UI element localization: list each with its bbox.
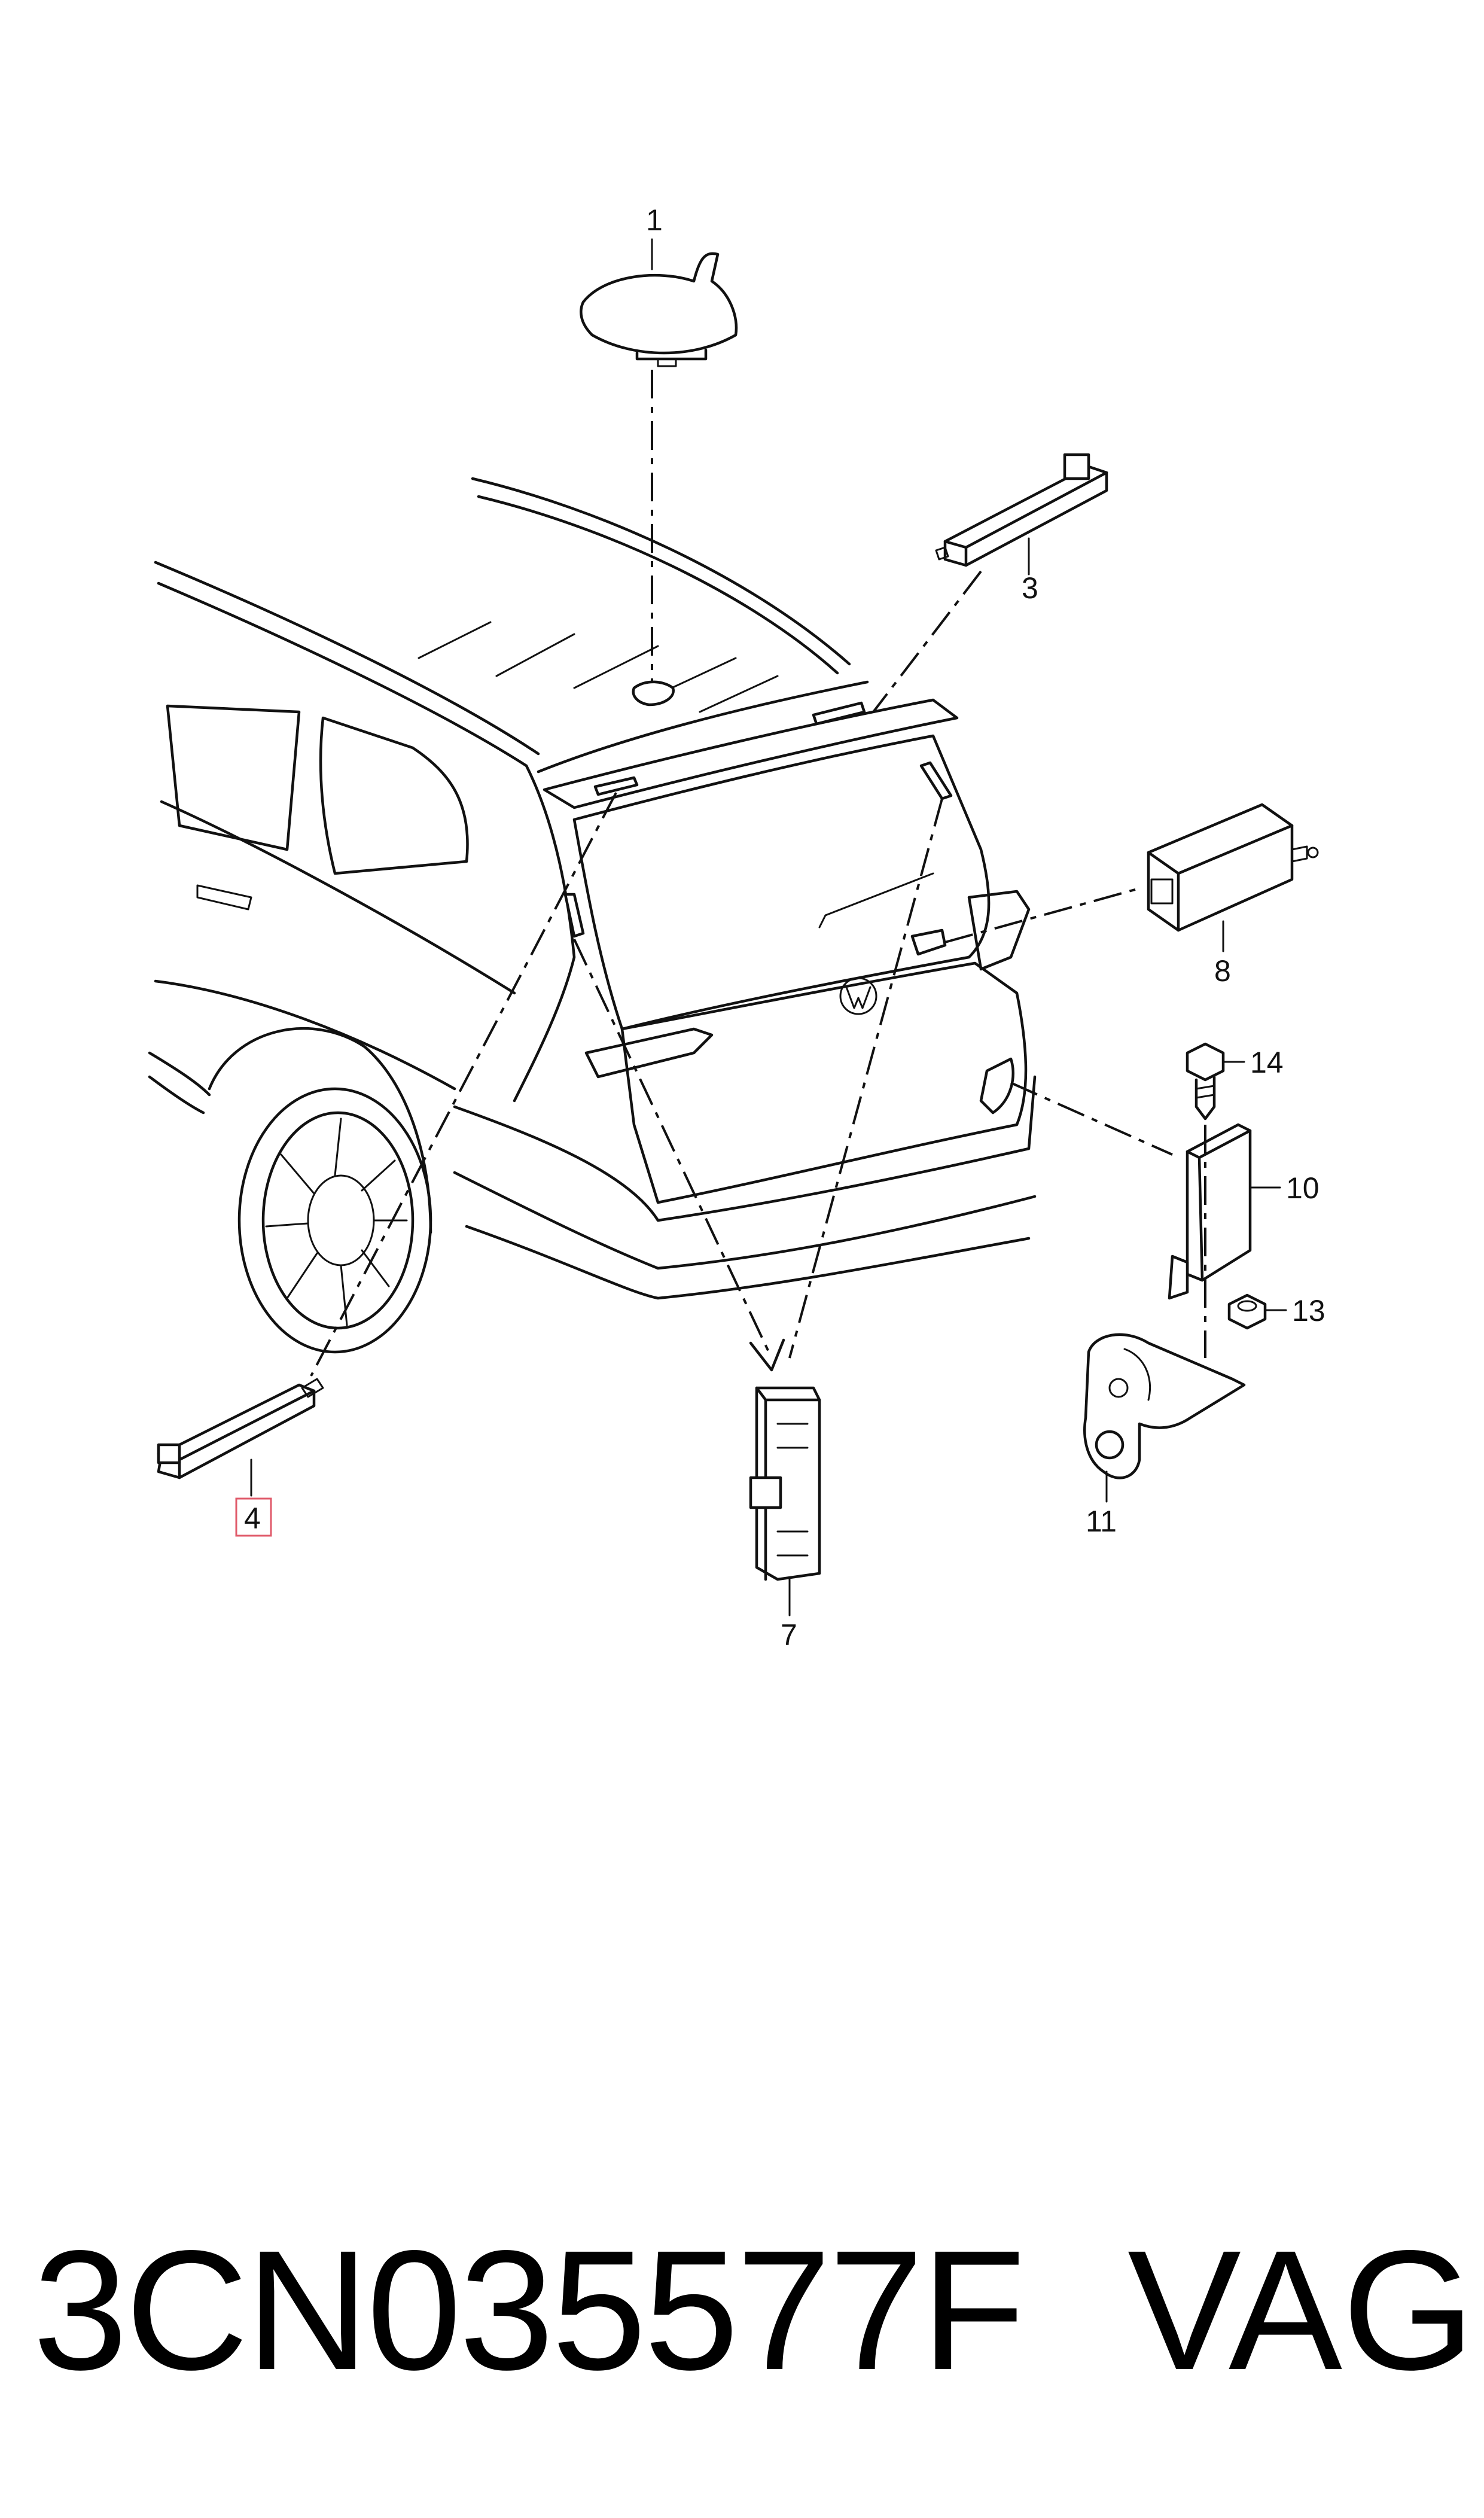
callout-4-highlight-box	[235, 1497, 272, 1537]
screw-14	[1186, 1042, 1225, 1121]
callout-11: 11	[1086, 1505, 1117, 1538]
callout-7: 7	[781, 1618, 797, 1652]
callout-4: 4	[244, 1502, 261, 1535]
control-unit-8	[1147, 803, 1319, 932]
part-number: 3CN035577F	[33, 2215, 1025, 2406]
mounting-points	[563, 701, 1014, 1115]
callout-14: 14	[1250, 1046, 1284, 1079]
callout-1: 1	[646, 203, 663, 237]
nut-13	[1227, 1293, 1267, 1330]
roof-antenna-part	[580, 252, 738, 707]
arrowhead-7	[749, 1338, 785, 1372]
callout-13: 13	[1292, 1294, 1325, 1327]
amplifier-module-3	[935, 453, 1108, 567]
bracket-10	[1168, 1123, 1252, 1300]
mounting-plate-11	[1083, 1333, 1246, 1479]
callout-8: 8	[1214, 954, 1231, 988]
callout-leaders	[250, 238, 1287, 1616]
module-7	[749, 1386, 821, 1581]
brand-name: VAG	[1128, 2215, 1475, 2406]
vehicle-outline	[148, 477, 1037, 1354]
amplifier-module-4	[157, 1378, 324, 1479]
leader-lines	[310, 370, 1206, 1377]
callout-3: 3	[1022, 571, 1038, 605]
callout-10: 10	[1286, 1171, 1320, 1205]
